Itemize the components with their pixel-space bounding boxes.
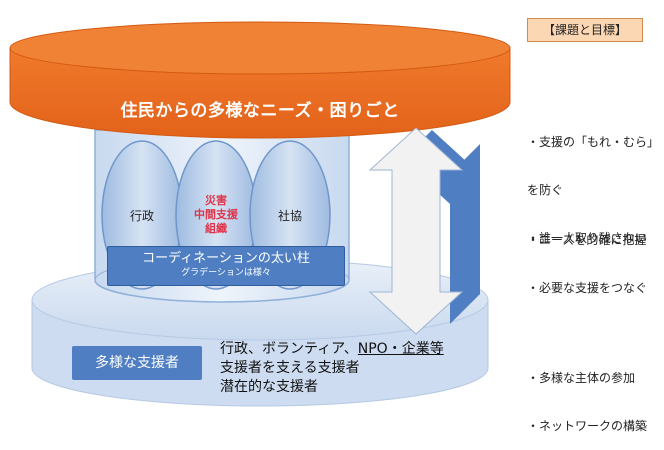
oval-left-label: 行政 [129,209,154,223]
goal-1-line-2: を防ぐ [527,183,564,197]
oval-center-label: 災害 中間支援 組織 [186,194,246,236]
supporters-line-2: 支援者を支える支援者 [220,360,360,376]
top-disk-label: 住民からの多様なニーズ・困りごと [120,101,400,121]
double-arrow-icon [368,127,480,335]
goal-2-line-2: ・必要な支援をつなぐ [527,281,648,295]
goal-group-1: ・支援の「もれ・むら」 を防ぐ ・誰一人取り残さない [527,102,659,262]
supporters-line-1-prefix: 行政、ボランティア、 [220,341,358,357]
goal-1-line-3: ・誰一人取り残さない [527,231,648,245]
pillar-label-box: コーディネーションの太い柱 グラデーションは様々 [107,246,345,286]
goal-3-line-1: ・多様な主体の参加 [527,371,636,385]
goal-2-line-1: ・ニーズを的確に把握 [527,233,647,247]
oval-center-line-1: 災害 [205,194,227,207]
supporters-label-box: 多様な支援者 [72,346,202,380]
pillar-subtitle: グラデーションは様々 [181,268,271,278]
oval-center-line-2: 中間支援 [194,208,238,221]
supporters-line-1-underlined: NPO・企業等 [357,341,444,357]
pillar-title: コーディネーションの太い柱 [142,251,310,266]
goal-1-line-1: ・支援の「もれ・むら」 [527,135,660,149]
goal-3-line-2: ・ネットワークの構築 [527,419,648,433]
supporters-line-3: 潜在的な支援者 [220,379,318,395]
goal-group-3: ・多様な主体の参加 ・ネットワークの構築 [527,338,647,450]
top-disk [9,21,511,139]
oval-right-label: 社協 [277,209,302,223]
supporters-line-1: 行政、ボランティア、NPO・企業等 [220,340,444,359]
goals-header: 【課題と目標】 [527,18,643,42]
oval-center-line-3: 組織 [205,222,227,235]
goal-group-2: ・ニーズを的確に把握 ・必要な支援をつなぐ [527,200,647,312]
supporters-list: 行政、ボランティア、NPO・企業等 支援者を支える支援者 潜在的な支援者 [220,340,444,397]
